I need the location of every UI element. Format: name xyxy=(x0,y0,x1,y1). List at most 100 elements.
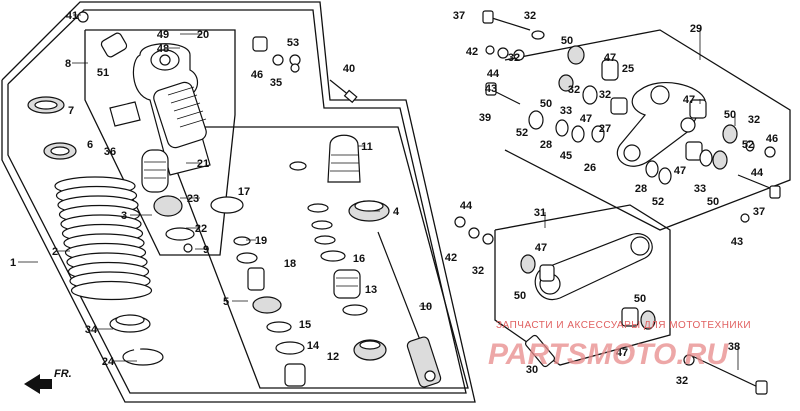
upper-small-parts xyxy=(252,36,358,104)
callout-c28b: 28 xyxy=(635,183,647,195)
callout-c31: 31 xyxy=(534,207,546,219)
watermark-caption: ЗАПЧАСТИ И АКСЕССУАРЫ ДЛЯ МОТОТЕХНИКИ xyxy=(496,320,751,331)
reservoir-adjuster xyxy=(77,11,128,58)
callout-c27: 27 xyxy=(599,123,611,135)
callout-c33b: 33 xyxy=(694,183,706,195)
callout-c47e: 47 xyxy=(535,242,547,254)
bottom-cap xyxy=(153,195,195,253)
callout-c12: 12 xyxy=(327,351,339,363)
callout-c4: 4 xyxy=(393,206,400,218)
watermark-brand: PARTSMOTO.RU xyxy=(488,338,729,371)
callout-c32a: 32 xyxy=(524,10,536,22)
callout-c6: 6 xyxy=(87,139,93,151)
callout-c47d: 47 xyxy=(674,165,686,177)
callout-c38: 38 xyxy=(728,341,740,353)
callout-c36: 36 xyxy=(104,146,116,158)
callout-c42a: 42 xyxy=(466,46,478,58)
callout-c37b: 37 xyxy=(753,206,765,218)
callout-c40: 40 xyxy=(343,63,355,75)
bump-rubber xyxy=(141,149,169,193)
callout-c33a: 33 xyxy=(560,105,572,117)
damper-frame xyxy=(159,126,469,389)
callout-c16: 16 xyxy=(353,253,365,265)
callout-c32b: 32 xyxy=(508,52,520,64)
callout-c52c: 52 xyxy=(652,196,664,208)
group-frames xyxy=(1,1,791,403)
callout-c14: 14 xyxy=(307,340,320,352)
shock-assembly-outer-frame xyxy=(1,1,476,403)
upper-shock-frame xyxy=(84,29,236,256)
leader-lines xyxy=(18,14,739,370)
callout-c51: 51 xyxy=(97,67,109,79)
damper-internals xyxy=(210,134,442,388)
callout-c17: 17 xyxy=(238,186,250,198)
callout-c23: 23 xyxy=(187,193,199,205)
callout-c8: 8 xyxy=(65,58,71,70)
watermark: ЗАПЧАСТИ И АКСЕССУАРЫ ДЛЯ МОТОТЕХНИКИ PA… xyxy=(488,320,751,371)
callout-c2: 2 xyxy=(52,246,58,258)
callout-c24: 24 xyxy=(102,356,115,368)
callout-c34: 34 xyxy=(85,324,98,336)
linkage-arm-frame xyxy=(504,29,791,231)
callout-c18: 18 xyxy=(284,258,296,270)
callout-c30: 30 xyxy=(526,364,538,376)
callout-c44c: 44 xyxy=(460,200,473,212)
callout-c21: 21 xyxy=(197,158,209,170)
callout-c50b: 50 xyxy=(540,98,552,110)
callout-c47a: 47 xyxy=(604,52,616,64)
callout-c10: 10 xyxy=(420,301,432,313)
lock-nuts xyxy=(27,96,77,160)
callout-c26: 26 xyxy=(584,162,596,174)
callout-c49: 49 xyxy=(157,29,169,41)
shock-body xyxy=(132,43,211,176)
callout-c5: 5 xyxy=(223,296,229,308)
callout-c25: 25 xyxy=(622,63,634,75)
shock-spring xyxy=(54,176,153,301)
callout-c20: 20 xyxy=(197,29,209,41)
callout-c44a: 44 xyxy=(487,68,500,80)
callout-c32e: 32 xyxy=(748,114,760,126)
callout-c47c: 47 xyxy=(580,113,592,125)
callout-c3: 3 xyxy=(121,210,127,222)
callout-c15: 15 xyxy=(299,319,311,331)
callout-c9: 9 xyxy=(203,244,209,256)
callout-c50c: 50 xyxy=(724,109,736,121)
callout-c46b: 46 xyxy=(766,133,778,145)
callout-c28a: 28 xyxy=(540,139,552,151)
spring-guide xyxy=(109,101,141,127)
spring-coil xyxy=(70,280,153,301)
front-direction-label: FR. xyxy=(54,368,72,380)
callout-c32c: 32 xyxy=(568,84,580,96)
callout-c50a: 50 xyxy=(561,35,573,47)
callout-c42b: 42 xyxy=(445,252,457,264)
callout-c22: 22 xyxy=(195,223,207,235)
callout-c52a: 52 xyxy=(516,127,528,139)
callout-c32g: 32 xyxy=(676,375,688,387)
callout-c41: 41 xyxy=(66,10,78,22)
callout-c7: 7 xyxy=(68,105,74,117)
linkage-parts xyxy=(454,10,781,395)
callout-c1: 1 xyxy=(10,257,16,269)
callout-c50d: 50 xyxy=(707,196,719,208)
callout-c39: 39 xyxy=(479,112,491,124)
callout-c43b: 43 xyxy=(731,236,743,248)
callout-c44b: 44 xyxy=(751,167,764,179)
callout-c43a: 43 xyxy=(485,83,497,95)
callout-c32d: 32 xyxy=(599,89,611,101)
callout-c32f: 32 xyxy=(472,265,484,277)
callout-c50f: 50 xyxy=(634,293,646,305)
callout-c53: 53 xyxy=(287,37,299,49)
callout-c29: 29 xyxy=(690,23,702,35)
callout-labels: 41 20 49 48 8 51 46 35 53 40 7 6 36 21 1 12 3 17 43 22 19 9 2 1… xyxy=(10,10,778,387)
callout-c48: 48 xyxy=(157,43,169,55)
callout-c52b: 52 xyxy=(742,139,754,151)
callout-c35: 35 xyxy=(270,77,282,89)
shock-assembly-inner-frame xyxy=(7,9,467,394)
callout-c47b: 47 xyxy=(683,94,695,106)
callout-c47f: 47 xyxy=(616,347,628,359)
callout-c46: 46 xyxy=(251,69,263,81)
callout-c19: 19 xyxy=(255,235,267,247)
front-direction-arrow: FR. xyxy=(24,368,72,394)
